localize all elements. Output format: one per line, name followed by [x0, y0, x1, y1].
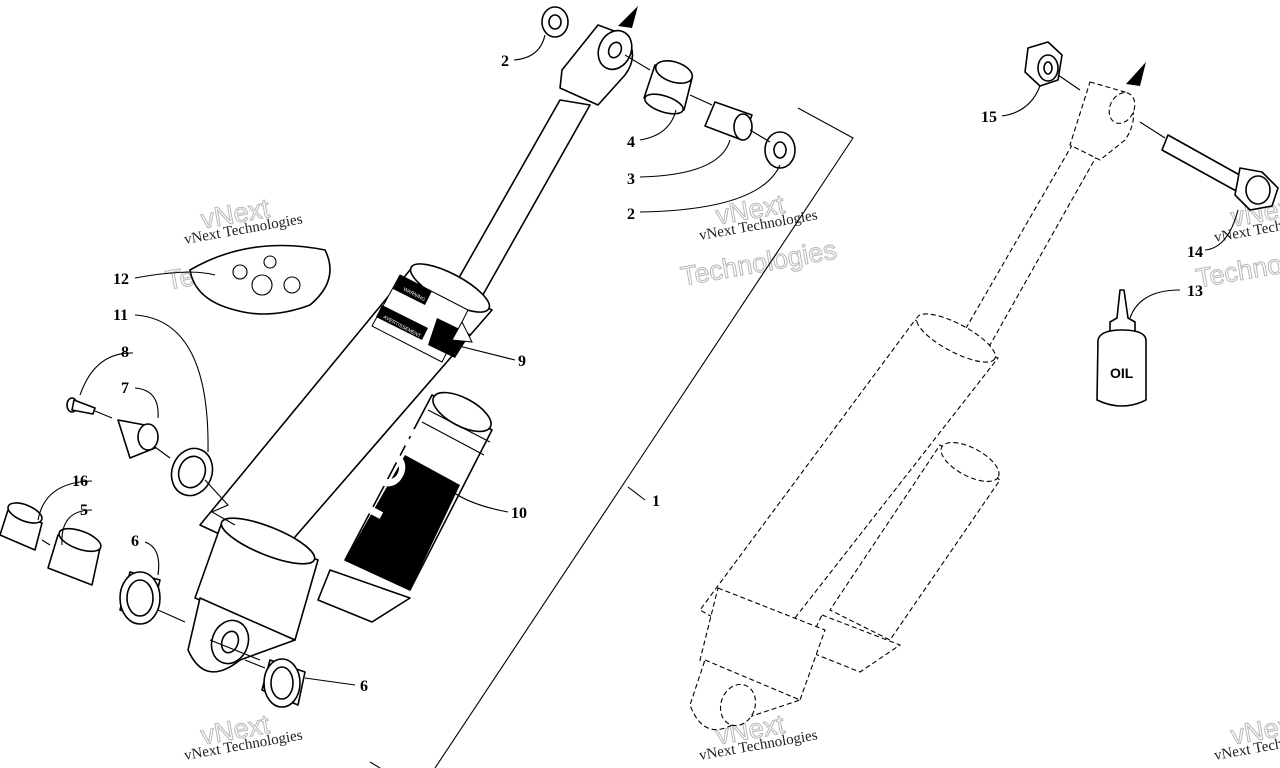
callout-15: 15	[981, 109, 997, 126]
callout-10: 10	[511, 505, 527, 522]
axis-line	[624, 54, 651, 71]
watermark-bottom-right: vNext Technologies vNext	[1213, 709, 1280, 764]
callout-7: 7	[121, 380, 129, 397]
callout-6-upper: 6	[131, 533, 139, 550]
callout-5: 5	[80, 502, 88, 519]
orientation-arrow-icon	[1126, 62, 1146, 86]
callout-12: 12	[113, 271, 129, 288]
axis-line	[749, 129, 771, 143]
oil-bottle: OIL	[1096, 289, 1147, 407]
bushing-bottom-small	[0, 502, 43, 551]
bolt	[1139, 121, 1279, 211]
lock-nut	[1024, 41, 1063, 87]
callout-4: 4	[627, 134, 635, 151]
o-ring	[170, 447, 214, 497]
axis-line	[244, 659, 266, 669]
callout-6-lower: 6	[360, 678, 368, 695]
warning-decal: WARNING AVERTISSEMENT	[371, 274, 473, 363]
shock-absorber-ghost	[689, 62, 1146, 730]
callout-11: 11	[113, 307, 128, 324]
flange-bushing-lower	[261, 658, 306, 708]
callout-9: 9	[518, 353, 526, 370]
fox-decal	[345, 455, 460, 590]
seal-kit-bag	[189, 244, 331, 315]
callout-13: 13	[1187, 283, 1203, 300]
callout-8: 8	[121, 344, 129, 361]
spacer-bottom	[47, 527, 102, 586]
washer-lower	[764, 131, 796, 169]
callout-1: 1	[652, 493, 660, 510]
bushing-small	[704, 101, 753, 141]
shock-shaft	[451, 99, 591, 301]
oil-label-text: OIL	[1110, 365, 1134, 381]
axis-line	[41, 539, 51, 546]
adjuster-knob	[117, 419, 171, 459]
shock-absorber-main: FOX WARNING AVERTISSEMENT	[187, 6, 638, 673]
assembly-bracket-line	[369, 107, 854, 768]
callout-2-top: 2	[501, 53, 509, 70]
axis-line	[689, 94, 713, 106]
callout-labels: 2 4 3 2 12 11 8 7 16 5 6 6 9 10 1 15 14 …	[72, 53, 1203, 695]
watermark-bottom-left: vNext Technologies vNext	[183, 709, 304, 764]
screw	[66, 397, 113, 419]
callout-14: 14	[1187, 244, 1203, 261]
orientation-arrow-icon	[618, 6, 638, 28]
leader-lines	[37, 34, 1239, 686]
washer-top	[541, 6, 569, 38]
watermark-big-text: Technologies	[1194, 237, 1280, 294]
callout-2-lower: 2	[627, 206, 635, 223]
spacer-large	[643, 60, 694, 115]
axis-line	[157, 609, 186, 623]
axis-line	[204, 479, 236, 526]
callout-16: 16	[72, 473, 88, 490]
flange-bushing-upper	[119, 571, 161, 625]
shock-body: WARNING AVERTISSEMENT	[187, 263, 493, 673]
axis-line	[1057, 74, 1081, 91]
callout-3: 3	[627, 171, 635, 188]
top-eyelet	[559, 6, 638, 106]
